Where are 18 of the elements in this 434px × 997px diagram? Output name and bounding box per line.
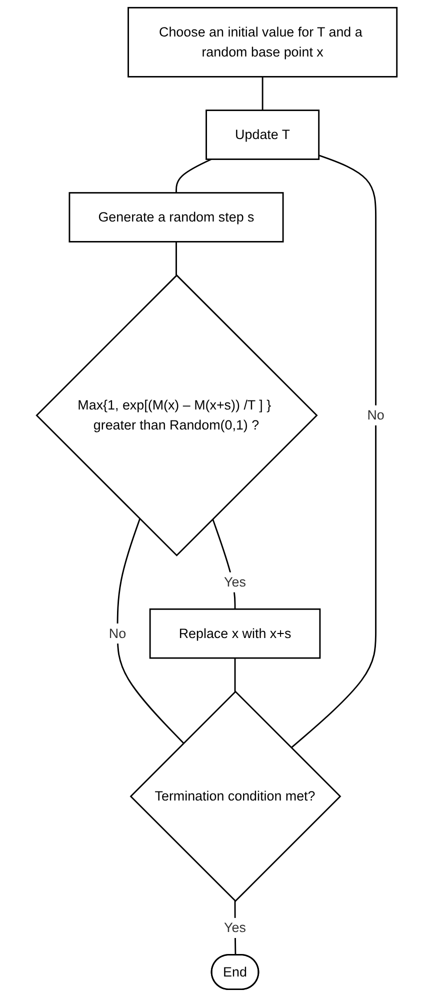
node-box: Replace x with x+s xyxy=(150,608,321,659)
node-box: Choose an initial value for T and a random base point x xyxy=(128,6,398,78)
edge-label: No xyxy=(367,407,385,423)
connector xyxy=(290,154,377,748)
connector xyxy=(234,901,236,956)
node-diamond: Termination condition met? xyxy=(130,690,342,902)
connector xyxy=(212,518,236,610)
node-box: Generate a random step s xyxy=(68,192,284,242)
connector xyxy=(176,242,178,276)
node-diamond: Max{1, exp[(M(x) – M(x+s)) /T ] } greater than Random(0,1) ? xyxy=(36,274,318,556)
edge-label: No xyxy=(109,625,126,641)
edge-label: Yes xyxy=(224,920,246,936)
connector xyxy=(262,76,264,110)
edge-label: Yes xyxy=(224,574,246,590)
connector xyxy=(176,158,212,193)
connector xyxy=(117,518,184,744)
node-box: Update T xyxy=(206,110,320,160)
connector xyxy=(234,658,236,692)
